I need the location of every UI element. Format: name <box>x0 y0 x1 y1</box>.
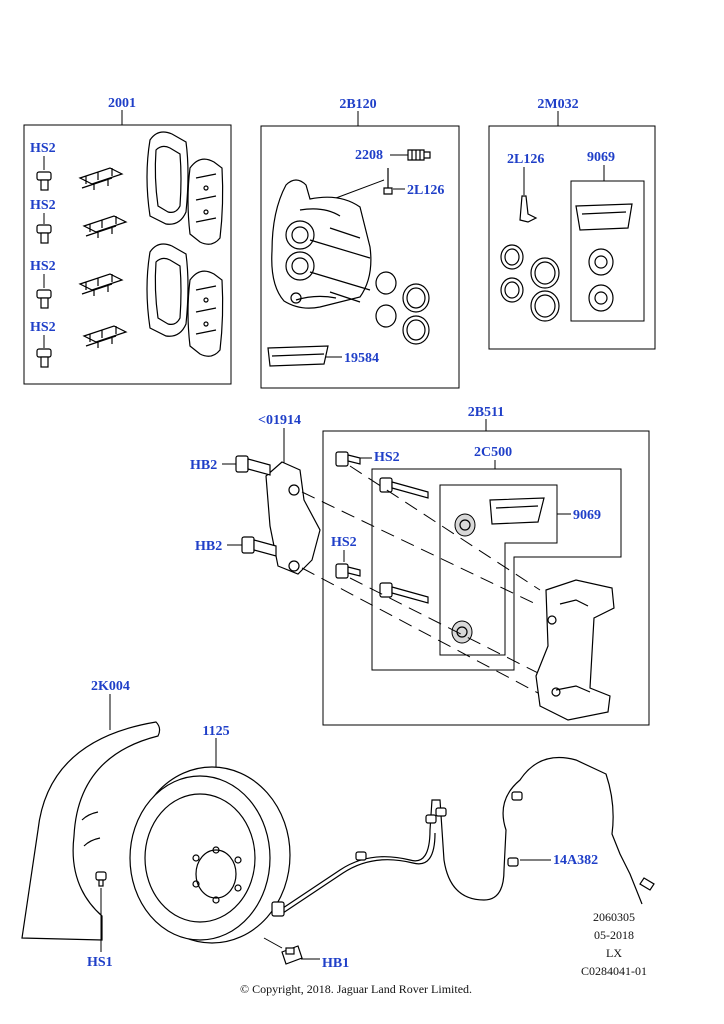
carrier-box <box>322 430 650 726</box>
hs2-bolt <box>335 451 361 467</box>
callout-9069-top[interactable]: 9069 <box>587 150 615 165</box>
pad-kit-box <box>23 124 232 385</box>
grease-pack <box>267 345 329 367</box>
shield-bracket-group: <01914 HB2 HB2 <box>190 413 541 695</box>
callout-2l126-kit[interactable]: 2L126 <box>507 152 544 167</box>
pad-clip <box>82 215 128 238</box>
guide-pin-boot <box>451 620 473 644</box>
callout-hs2-b[interactable]: HS2 <box>30 198 56 213</box>
guide-pin <box>379 582 429 604</box>
cable-clip <box>435 807 447 817</box>
callout-2001[interactable]: 2001 <box>108 96 136 111</box>
bleed-cap <box>383 168 393 195</box>
guide-pin-kit-outline <box>371 468 622 671</box>
seal-ring <box>530 290 560 322</box>
callout-2b511[interactable]: 2B511 <box>468 405 505 420</box>
sensor-plug <box>639 877 655 891</box>
brake-pad <box>146 131 189 225</box>
grease-sachet <box>575 203 633 231</box>
piston-seal <box>402 283 430 313</box>
seal-ring <box>500 277 524 303</box>
pad-kit-group: 2001 HS2 HS2 HS2 HS2 <box>23 96 232 385</box>
sensor-connector <box>271 901 285 917</box>
callout-01914[interactable]: <01914 <box>258 413 301 428</box>
cable-clip <box>507 857 519 867</box>
brake-disc <box>129 766 291 944</box>
brake-caliper-body <box>271 179 385 309</box>
pad-clip <box>82 325 128 348</box>
hs2-bolt <box>36 348 52 368</box>
grease-sachet <box>489 497 545 525</box>
seal-ring <box>500 244 524 270</box>
diagram-date: 05-2018 <box>594 928 634 942</box>
diagram-footer: 2060305 05-2018 LX C0284041-01 © Copyrig… <box>240 910 647 996</box>
cable-clip <box>425 814 437 824</box>
brake-wear-sensor-cable <box>279 756 643 911</box>
grease-kit-carrier-outline <box>439 484 558 656</box>
callout-2b120[interactable]: 2B120 <box>339 97 376 112</box>
diagram-variant: LX <box>606 946 622 960</box>
callout-hb1[interactable]: HB1 <box>322 956 349 971</box>
hs2-bolt <box>335 563 361 579</box>
wear-sensor-group: 14A382 <box>271 756 655 917</box>
hb2-bolt <box>241 536 277 557</box>
callout-2k004[interactable]: 2K004 <box>91 679 130 694</box>
diagram-ref: C0284041-01 <box>581 964 647 978</box>
callout-1125[interactable]: 1125 <box>202 724 229 739</box>
brake-splash-shield <box>21 721 161 941</box>
hs2-bolt <box>36 289 52 309</box>
callout-2l126-cap[interactable]: 2L126 <box>407 183 444 198</box>
callout-hb2-upper[interactable]: HB2 <box>190 458 217 473</box>
brake-pad <box>187 270 224 357</box>
caliper-carrier <box>535 579 615 721</box>
callout-9069-carrier[interactable]: 9069 <box>573 508 601 523</box>
caliper-bracket <box>265 461 321 575</box>
carrier-group: 2B511 HS2 HS2 2C500 9069 <box>322 405 650 726</box>
guide-pin <box>379 477 429 499</box>
repair-kit-group: 2M032 2L126 9069 <box>488 97 656 350</box>
callout-hb2-lower[interactable]: HB2 <box>195 539 222 554</box>
cable-clip <box>355 851 367 861</box>
piston-seal <box>402 315 430 345</box>
hs1-screw <box>95 871 107 887</box>
repair-kit-box <box>488 125 656 350</box>
callout-14a382[interactable]: 14A382 <box>553 853 598 868</box>
callout-hs2-carrier-top[interactable]: HS2 <box>374 450 400 465</box>
bleed-cap-small <box>519 195 538 223</box>
brake-disc-group: 1125 HB1 <box>129 724 349 971</box>
callout-hs1[interactable]: HS1 <box>87 955 113 970</box>
callout-2208[interactable]: 2208 <box>355 148 383 163</box>
callout-hs2-c[interactable]: HS2 <box>30 259 56 274</box>
guide-pin-boot <box>588 248 614 276</box>
cable-clip <box>511 791 523 801</box>
callout-2m032[interactable]: 2M032 <box>537 97 578 112</box>
hs2-bolt <box>36 171 52 191</box>
callout-hs2-a[interactable]: HS2 <box>30 141 56 156</box>
piston-seal <box>375 271 397 295</box>
brake-pad <box>187 158 224 245</box>
caliper-group: 2B120 2208 2L126 <box>260 97 460 389</box>
callout-19584[interactable]: 19584 <box>344 351 379 366</box>
grease-kit-box <box>570 180 645 322</box>
pad-clip <box>78 167 124 190</box>
diagram-code: 2060305 <box>593 910 635 924</box>
callout-hs2-d[interactable]: HS2 <box>30 320 56 335</box>
brake-pad <box>146 243 189 337</box>
caliper-box <box>260 125 460 389</box>
pad-clip <box>78 273 124 296</box>
guide-pin-boot <box>454 513 476 537</box>
callout-2c500[interactable]: 2C500 <box>474 445 512 460</box>
bleed-screw <box>407 149 431 161</box>
callout-hs2-carrier-low[interactable]: HS2 <box>331 535 357 550</box>
hb2-bolt <box>235 455 271 476</box>
hb1-bolt <box>281 945 303 965</box>
piston-seal <box>375 304 397 328</box>
hs2-bolt <box>36 224 52 244</box>
guide-pin-boot <box>588 284 614 312</box>
splash-shield-group: 2K004 HS1 <box>21 679 161 970</box>
seal-ring <box>530 257 560 289</box>
copyright: © Copyright, 2018. Jaguar Land Rover Lim… <box>240 982 472 996</box>
